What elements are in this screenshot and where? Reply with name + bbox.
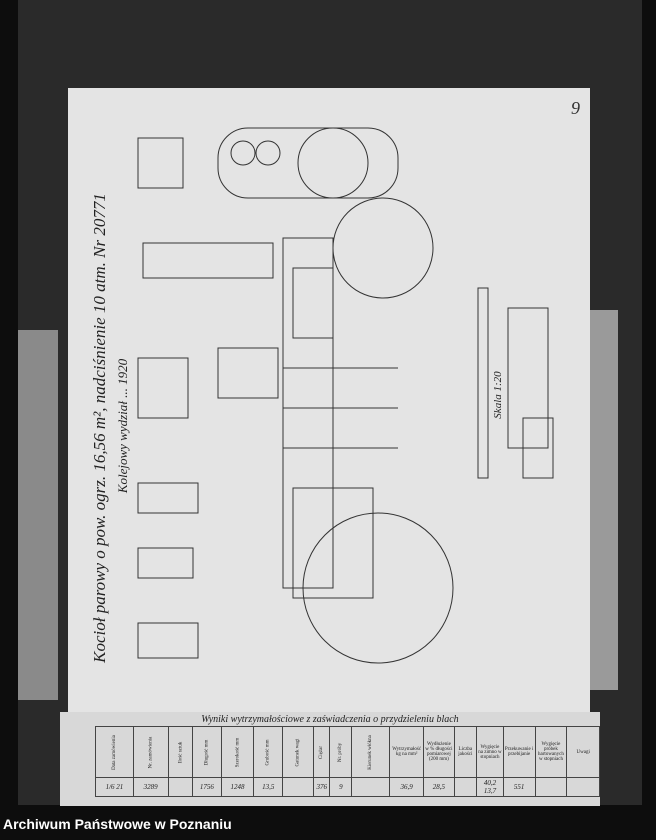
superheater <box>292 267 334 339</box>
detail-plate <box>137 622 199 659</box>
smokebox <box>217 347 279 399</box>
table-cell: 1248 <box>220 777 255 797</box>
test-results-table: Data zamówienia Nr. zamówienia Ilość sztuk… <box>95 726 600 797</box>
column-header-label: Nr. próby <box>338 742 344 762</box>
column-header: Wydłużenie w % długości pomiarowej (200 … <box>423 726 455 778</box>
column-header: Nr. próby <box>329 726 353 778</box>
column-header: Gatunek wagi <box>282 726 315 778</box>
table-cell <box>566 777 600 797</box>
table-caption: Wyniki wytrzymałościowe z zaświadczenia … <box>201 714 459 725</box>
column-header: Wygięcie próbek hartowanych w stopniach <box>534 726 568 778</box>
table-cell: 376 <box>313 777 331 797</box>
drawing-title: Kocioł parowy o pow. ogrz. 16,56 m², nad… <box>90 193 109 663</box>
column-header: Ciężar <box>313 726 331 778</box>
table-cell: 1/6 21 <box>95 777 134 797</box>
porthole <box>255 140 281 166</box>
column-header: Grubość mm <box>253 726 284 778</box>
column-header: Wygięcie na zimno w stopniach <box>476 726 504 778</box>
table-cell <box>167 777 194 797</box>
column-header: Wytrzymałość kg na mm² <box>389 726 425 778</box>
table-header-row: Data zamówienia Nr. zamówienia Ilość sztuk… <box>95 726 600 778</box>
detail-plate <box>137 357 189 419</box>
porthole <box>230 140 256 166</box>
backing-board <box>590 310 618 690</box>
circle-outline <box>302 512 454 664</box>
scale-label: Skala 1:20 <box>492 371 504 419</box>
table-cell <box>351 777 391 797</box>
technical-drawing-sheet: 9 Kocioł parowy o pow. ogrz. 16,56 m², n… <box>68 88 590 712</box>
column-header-label: Grubość mm <box>265 739 271 765</box>
boiler-drawing <box>137 127 554 664</box>
stamp-outline <box>332 197 434 299</box>
tube-plate <box>297 127 369 199</box>
backing-board <box>18 330 58 700</box>
column-header: Kierunek włókna <box>351 726 391 778</box>
table-cell: 13,5 <box>253 777 284 797</box>
table-cell <box>282 777 315 797</box>
sheet-number: 9 <box>571 98 580 118</box>
test-results-sheet: Wyniki wytrzymałościowe z zaświadczenia … <box>60 712 600 806</box>
side-section <box>507 307 549 449</box>
side-section <box>522 417 554 479</box>
column-header-label: Gatunek wagi <box>295 738 301 766</box>
column-header: Ilość sztuk <box>167 726 194 778</box>
column-header: Uwagi <box>566 726 600 778</box>
column-header: Przekuwanie i przebijanie <box>502 726 536 778</box>
table-cell: 551 <box>502 777 536 797</box>
column-header-label: Nr. zamówienia <box>148 736 154 768</box>
table-cell: 40,2 13,7 <box>476 777 504 797</box>
table-cell: 28,5 <box>423 777 455 797</box>
column-header-label: Długość mm <box>204 739 210 765</box>
column-header-label: Kierunek włókna <box>368 734 374 770</box>
column-header-label: Data zamówienia <box>111 734 117 770</box>
boiler-shell <box>282 237 334 589</box>
detail-plate <box>137 482 199 514</box>
archive-caption: Archiwum Państwowe w Poznaniu <box>3 816 232 832</box>
table-cell: 1756 <box>192 777 222 797</box>
detail-plate <box>137 137 184 189</box>
detail-plate <box>137 547 194 579</box>
column-header: Długość mm <box>192 726 222 778</box>
table-cell <box>534 777 568 797</box>
firebox <box>292 487 374 599</box>
table-cell: 3289 <box>132 777 169 797</box>
column-header-label: Ciężar <box>319 745 325 759</box>
boiler-front-view <box>217 127 399 199</box>
table-cell: 9 <box>329 777 353 797</box>
drawing-subtitle: Kolejowy wydział ... 1920 <box>115 358 130 494</box>
column-header: Szerokość mm <box>220 726 255 778</box>
chimney <box>142 242 274 279</box>
scale-bar <box>477 287 489 479</box>
column-header: Liczba jakości <box>453 726 478 778</box>
column-header: Data zamówienia <box>95 726 134 778</box>
table-cell: 36,9 <box>389 777 425 797</box>
column-header-label: Ilość sztuk <box>177 741 183 763</box>
column-header-label: Szerokość mm <box>235 737 241 767</box>
table-cell <box>453 777 478 797</box>
column-header: Nr. zamówienia <box>132 726 169 778</box>
